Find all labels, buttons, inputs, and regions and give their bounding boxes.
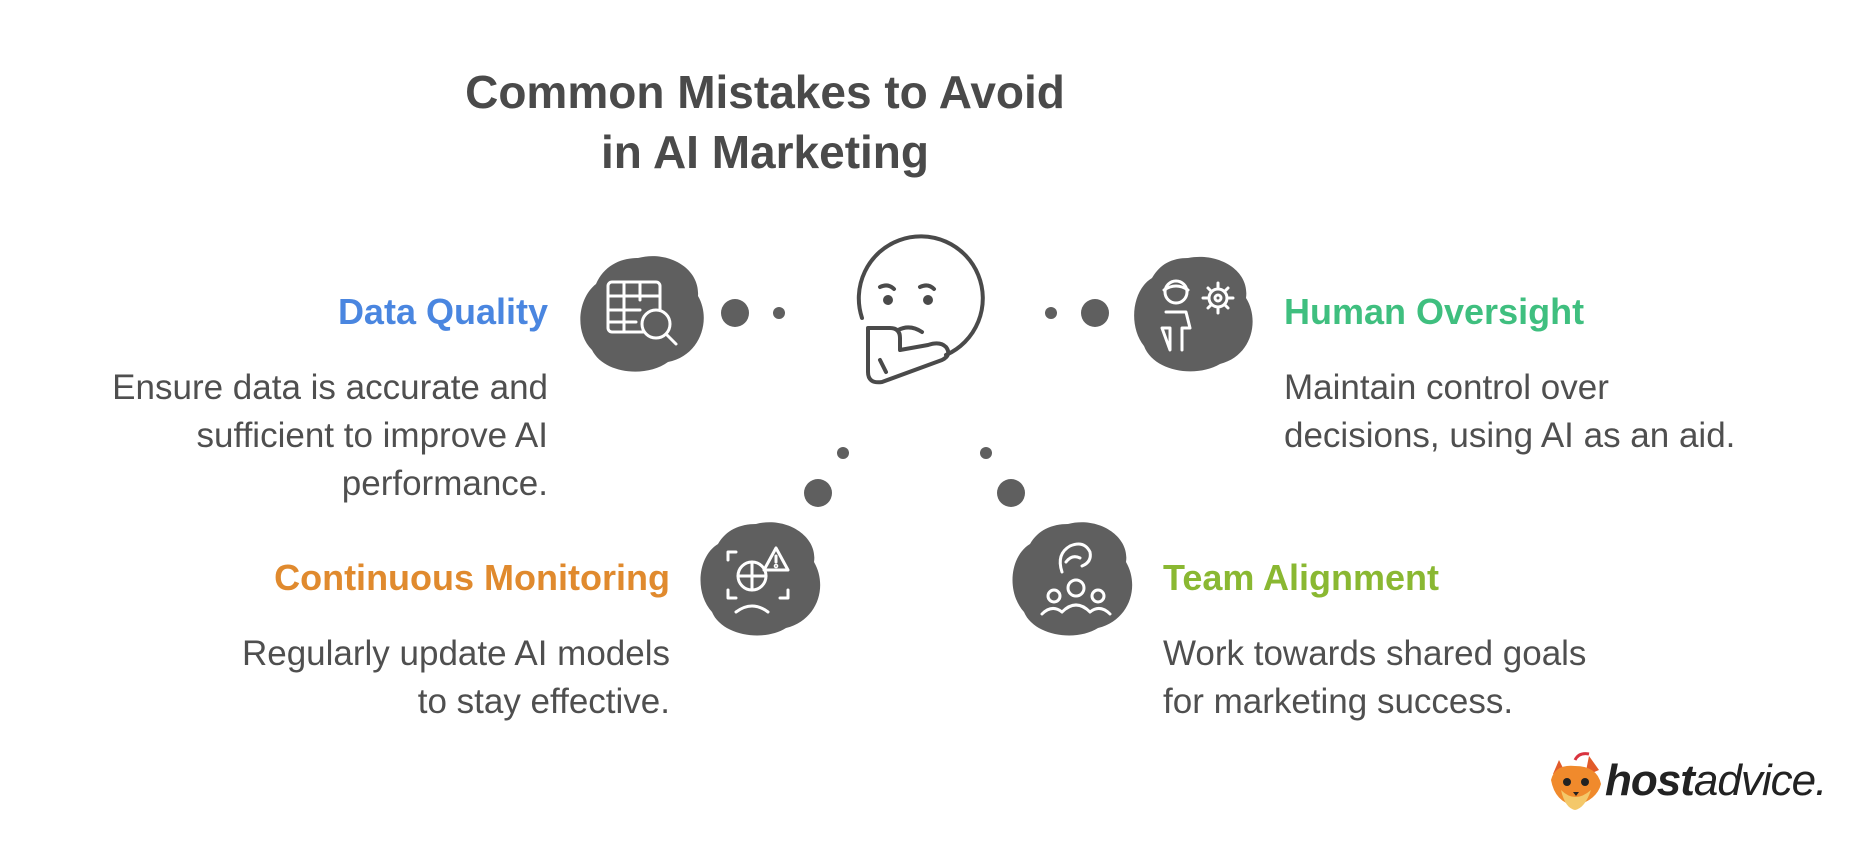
hostadvice-logo: hostadvice.: [1545, 750, 1835, 820]
continuous-monitoring-badge: [700, 522, 821, 636]
connector-dot: [997, 479, 1025, 507]
description-line: decisions, using AI as an aid.: [1284, 416, 1736, 455]
connector-dot: [837, 447, 849, 459]
description-line: Maintain control over: [1284, 368, 1609, 407]
connector-dot: [1081, 299, 1109, 327]
data-quality-badge: [580, 256, 704, 372]
person-gear-icon: [1160, 279, 1235, 352]
data-quality-heading: Data Quality: [337, 291, 548, 332]
team-alignment-description: Work towards shared goals for marketing …: [1163, 630, 1586, 726]
connector-dot: [773, 307, 785, 319]
logo-wordmark: hostadvice.: [1605, 756, 1827, 805]
continuous-monitoring-description: Regularly update AI models to stay effec…: [242, 630, 670, 726]
title-line-1: Common Mistakes to Avoid: [465, 66, 1065, 118]
table-search-icon: [606, 280, 678, 346]
description-line: Ensure data is accurate and: [112, 368, 548, 407]
team-alignment-heading: Team Alignment: [1163, 557, 1440, 598]
description-line: performance.: [341, 464, 548, 503]
team-alignment-badge: [1012, 522, 1133, 636]
description-line: Regularly update AI models: [241, 634, 670, 673]
diagram-title: Common Mistakes to Avoid in AI Marketing: [0, 62, 1530, 182]
monitor-alert-icon: [726, 546, 790, 614]
description-line: to stay effective.: [417, 682, 670, 721]
continuous-monitoring-heading: Continuous Monitoring: [274, 557, 670, 598]
fox-mascot-icon: [1551, 752, 1601, 810]
human-oversight-badge: [1134, 256, 1253, 372]
data-quality-description: Ensure data is accurate and sufficient t…: [112, 364, 548, 508]
human-oversight-heading: Human Oversight: [1284, 291, 1585, 332]
description-line: for marketing success.: [1163, 682, 1514, 721]
thinking-face-icon: [856, 234, 985, 385]
team-hand-icon: [1040, 542, 1112, 616]
connector-dots: [721, 299, 1109, 507]
description-line: sufficient to improve AI: [196, 416, 548, 455]
connector-dot: [804, 479, 832, 507]
connector-dot: [980, 447, 992, 459]
connector-dot: [1045, 307, 1057, 319]
connector-dot: [721, 299, 749, 327]
description-line: Work towards shared goals: [1163, 634, 1587, 673]
human-oversight-description: Maintain control over decisions, using A…: [1284, 364, 1735, 460]
title-line-2: in AI Marketing: [601, 126, 929, 178]
